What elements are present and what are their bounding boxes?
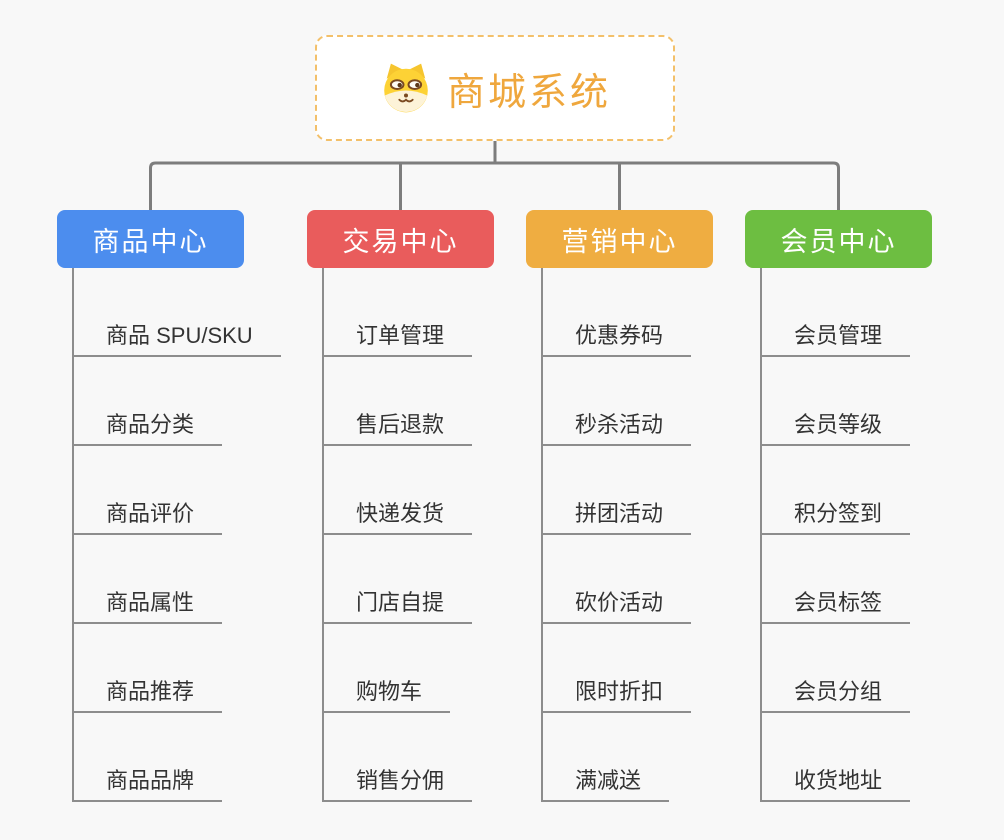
child-topic[interactable]: 购物车 (322, 677, 451, 713)
root-topic[interactable]: 商城系统 (315, 35, 675, 141)
child-topic[interactable]: 商品分类 (72, 410, 223, 446)
child-topic[interactable]: 商品属性 (72, 588, 223, 624)
branch-topic-1[interactable]: 商品中心 (57, 210, 244, 268)
branch-topic-2[interactable]: 交易中心 (307, 210, 494, 268)
child-topic[interactable]: 快递发货 (322, 499, 473, 535)
branch-column-3: 营销中心 优惠券码秒杀活动拼团活动砍价活动限时折扣满减送 (526, 210, 776, 810)
child-topic[interactable]: 积分签到 (760, 499, 911, 535)
child-topic[interactable]: 售后退款 (322, 410, 473, 446)
child-topic[interactable]: 优惠券码 (541, 321, 692, 357)
dog-face-icon (384, 63, 428, 113)
child-topic[interactable]: 会员分组 (760, 677, 911, 713)
branch-topic-label: 商品中心 (92, 226, 209, 257)
child-topic[interactable]: 会员标签 (760, 588, 911, 624)
child-topic[interactable]: 满减送 (541, 766, 670, 802)
child-topic[interactable]: 商品推荐 (72, 677, 223, 713)
branch-column-4: 会员中心 会员管理会员等级积分签到会员标签会员分组收货地址 (745, 210, 995, 810)
child-topic[interactable]: 商品 SPU/SKU (72, 321, 281, 357)
child-topic[interactable]: 门店自提 (322, 588, 473, 624)
branch-topic-label: 交易中心 (342, 226, 459, 257)
branch-trunk-line (760, 268, 762, 802)
child-topic[interactable]: 订单管理 (322, 321, 473, 357)
branch-column-1: 商品中心 商品 SPU/SKU 商品分类商品评价商品属性商品推荐商品品牌 (57, 210, 307, 810)
branch-topic-label: 会员中心 (780, 226, 897, 257)
child-topic[interactable]: 秒杀活动 (541, 410, 692, 446)
branch-trunk-line (541, 268, 543, 802)
branch-topic-4[interactable]: 会员中心 (745, 210, 932, 268)
child-topic[interactable]: 会员等级 (760, 410, 911, 446)
child-topic[interactable]: 收货地址 (760, 766, 911, 802)
child-topic[interactable]: 销售分佣 (322, 766, 473, 802)
child-topic[interactable]: 商品评价 (72, 499, 223, 535)
branch-trunk-line (72, 268, 74, 802)
root-topic-label: 商城系统 (446, 71, 611, 114)
child-topic[interactable]: 砍价活动 (541, 588, 692, 624)
branch-topic-3[interactable]: 营销中心 (526, 210, 713, 268)
branch-topic-label: 营销中心 (561, 226, 678, 257)
branch-trunk-line (322, 268, 324, 802)
branch-column-2: 交易中心 订单管理售后退款快递发货门店自提购物车销售分佣 (307, 210, 557, 810)
child-topic[interactable]: 拼团活动 (541, 499, 692, 535)
child-topic[interactable]: 会员管理 (760, 321, 911, 357)
child-topic[interactable]: 商品品牌 (72, 766, 223, 802)
child-topic[interactable]: 限时折扣 (541, 677, 692, 713)
